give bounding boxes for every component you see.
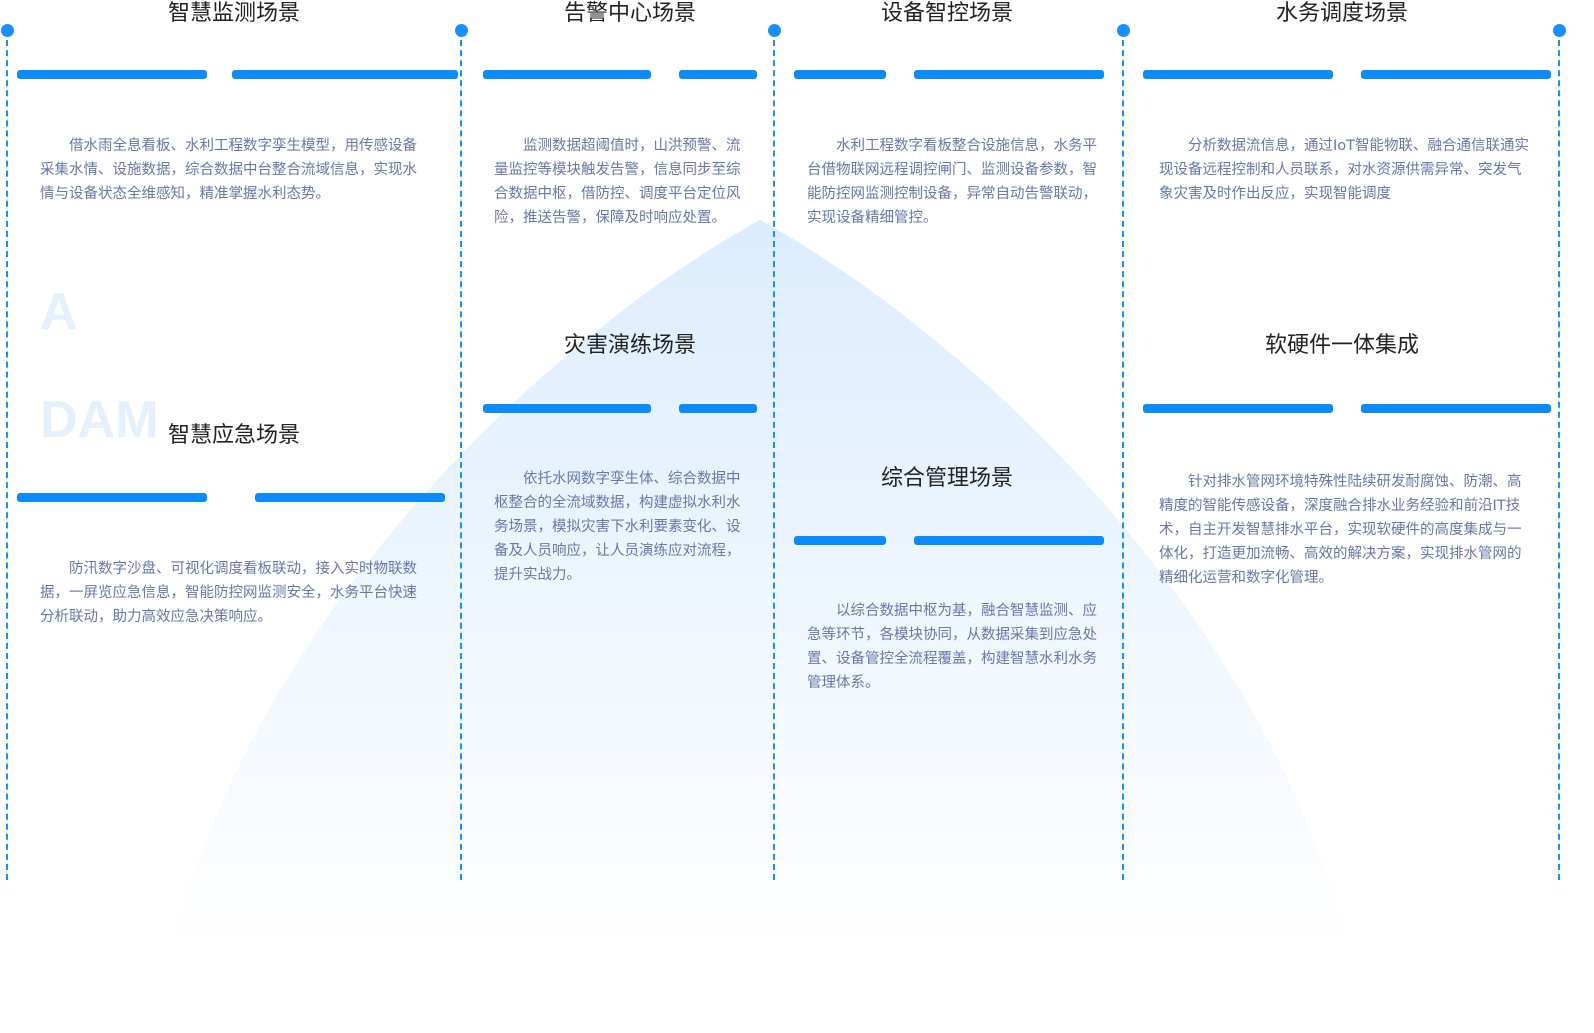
accent-bar <box>1143 70 1333 79</box>
accent-bar <box>679 70 757 79</box>
watermark-a: A <box>40 283 78 341</box>
section-text: 依托水网数字孪生体、综合数据中枢整合的全流域数据，构建虚拟水利水务场景，模拟灾害… <box>494 471 741 583</box>
accent-bar <box>232 70 458 79</box>
divider <box>6 30 8 880</box>
section-title: 设备智控场景 <box>880 1 1014 26</box>
accent-bar <box>483 70 651 79</box>
accent-bar <box>255 493 445 502</box>
accent-bar <box>679 404 757 413</box>
timeline-dot <box>1117 24 1130 37</box>
accent-bar <box>17 70 207 79</box>
timeline-dot <box>1 24 14 37</box>
accent-bar <box>1361 70 1551 79</box>
section-text: 防汛数字沙盘、可视化调度看板联动，接入实时物联数据，一屏览应急信息，智能防控网监… <box>40 561 417 625</box>
accent-bar <box>914 70 1104 79</box>
section-text: 针对排水管网环境特殊性陆续研发耐腐蚀、防潮、高精度的智能传感设备，深度融合排水业… <box>1159 474 1522 586</box>
section-title: 综合管理场景 <box>880 466 1014 491</box>
section-text: 监测数据超阈值时，山洪预警、流量监控等模块触发告警，信息同步至综合数据中枢，借防… <box>494 138 741 226</box>
section-text: 水利工程数字看板整合设施信息，水务平台借物联网远程调控闸门、监测设备参数，智能防… <box>807 138 1097 226</box>
section-text: 分析数据流信息，通过IoT智能物联、融合通信联通实现设备远程控制和人员联系，对水… <box>1159 138 1530 202</box>
section-title: 水务调度场景 <box>1275 1 1409 26</box>
section-title: 智慧应急场景 <box>167 423 301 448</box>
section-title: 告警中心场景 <box>563 1 697 26</box>
divider <box>1558 30 1560 880</box>
accent-bar <box>483 404 651 413</box>
divider <box>1122 30 1124 880</box>
watermark-dam: DAM <box>40 391 159 449</box>
section-title: 智慧监测场景 <box>167 1 301 26</box>
timeline-dot <box>1553 24 1566 37</box>
accent-bar <box>1143 404 1333 413</box>
timeline-dot <box>768 24 781 37</box>
accent-bar <box>914 536 1104 545</box>
accent-bar <box>1361 404 1551 413</box>
divider <box>773 30 775 880</box>
accent-bar <box>794 536 886 545</box>
section-title: 灾害演练场景 <box>563 333 697 358</box>
accent-bar <box>17 493 207 502</box>
section-text: 借水雨全息看板、水利工程数字孪生模型，用传感设备采集水情、设施数据，综合数据中台… <box>40 138 417 202</box>
timeline-dot <box>455 24 468 37</box>
section-title: 软硬件一体集成 <box>1264 333 1420 358</box>
divider <box>460 30 462 880</box>
section-text: 以综合数据中枢为基，融合智慧监测、应急等环节，各模块协同，从数据采集到应急处置、… <box>807 603 1097 691</box>
accent-bar <box>794 70 886 79</box>
